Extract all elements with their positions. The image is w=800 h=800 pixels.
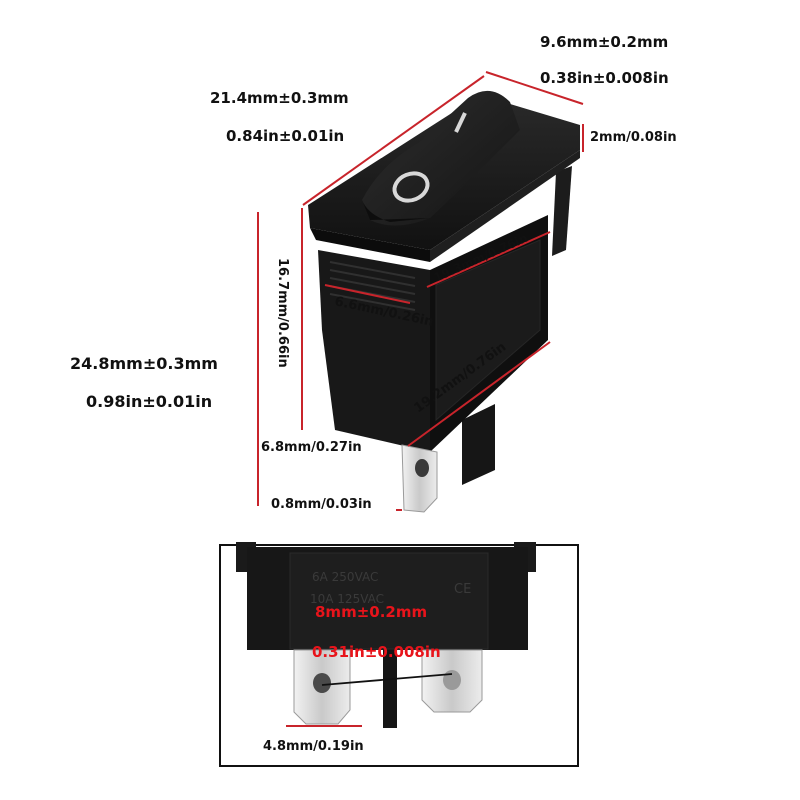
label-terminal-pitch-in: 0.31in±0.008in xyxy=(312,643,441,661)
label-total-in: 0.98in±0.01in xyxy=(86,392,212,411)
label-plate xyxy=(435,239,541,422)
label-terminal-len: 6.8mm/0.27in xyxy=(261,440,362,455)
label-total-mm: 24.8mm±0.3mm xyxy=(70,354,218,373)
label-terminal-thk: 0.8mm/0.03in xyxy=(271,497,372,512)
label-width-mm: 9.6mm±0.2mm xyxy=(540,33,668,51)
front-terminal xyxy=(401,444,438,513)
switch-illustration xyxy=(308,90,580,513)
label-length-in: 0.84in±0.01in xyxy=(226,127,344,145)
label-width-in: 0.38in±0.008in xyxy=(540,69,669,87)
side-clip xyxy=(552,166,572,256)
rear-terminal xyxy=(462,404,495,485)
housing-cert: CE xyxy=(454,582,471,597)
housing-front xyxy=(318,250,430,452)
label-body-height: 16.7mm/0.66in xyxy=(275,258,290,368)
bottom-view-inset: 6A 250VAC 10A 125VAC CE 8mm±0.2mm 0.31in… xyxy=(219,542,579,767)
label-terminal-pitch-mm: 8mm±0.2mm xyxy=(315,603,427,621)
housing-rating-1: 6A 250VAC xyxy=(312,570,378,584)
label-flange: 2mm/0.08in xyxy=(590,130,677,145)
dimension-lines xyxy=(257,71,584,511)
label-terminal-width: 4.8mm/0.19in xyxy=(263,739,364,754)
off-mark-o xyxy=(392,171,430,203)
inset-center-pin xyxy=(383,650,397,728)
on-mark-i xyxy=(454,112,467,133)
rocker-actuator xyxy=(362,90,520,226)
housing-rating-2: 10A 125VAC xyxy=(310,592,384,606)
label-length-mm: 21.4mm±0.3mm xyxy=(210,89,349,107)
